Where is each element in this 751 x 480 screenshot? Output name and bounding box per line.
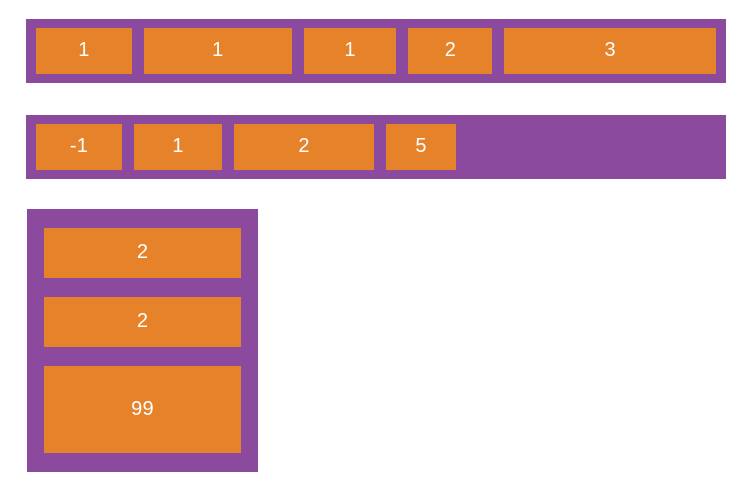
cell-label: 5 — [415, 135, 427, 157]
cell-row2-2[interactable]: 2 — [234, 124, 374, 170]
cell-row1-2[interactable]: 1 — [303, 28, 397, 74]
container-row-1: 1 1 1 2 3 — [26, 19, 726, 83]
cell-label: -1 — [69, 135, 89, 157]
cell-row1-0[interactable]: 1 — [36, 28, 132, 74]
cell-row2-1[interactable]: 1 — [134, 124, 222, 170]
cell-col3-1[interactable]: 2 — [44, 296, 241, 348]
cell-label: 1 — [212, 39, 224, 61]
cell-col3-0[interactable]: 2 — [44, 228, 241, 278]
cell-row1-4[interactable]: 3 — [504, 28, 717, 74]
cell-label: 1 — [172, 135, 184, 157]
cell-row1-3[interactable]: 2 — [408, 28, 493, 74]
container-row-2: -1 1 2 5 — [26, 115, 726, 179]
cell-label: 2 — [444, 39, 457, 61]
cell-label: 2 — [298, 135, 310, 157]
cell-row1-1[interactable]: 1 — [143, 28, 292, 74]
cell-row2-0[interactable]: -1 — [36, 124, 122, 170]
cell-label: 3 — [604, 39, 616, 61]
cell-label: 1 — [344, 39, 356, 61]
cell-label: 99 — [131, 397, 154, 420]
cell-row2-3[interactable]: 5 — [386, 124, 456, 170]
cell-label: 1 — [78, 39, 90, 61]
cell-label: 2 — [136, 240, 149, 263]
cell-label: 2 — [136, 310, 149, 333]
container-column-3: 2 2 99 — [27, 209, 258, 472]
cell-col3-2[interactable]: 99 — [44, 366, 241, 453]
